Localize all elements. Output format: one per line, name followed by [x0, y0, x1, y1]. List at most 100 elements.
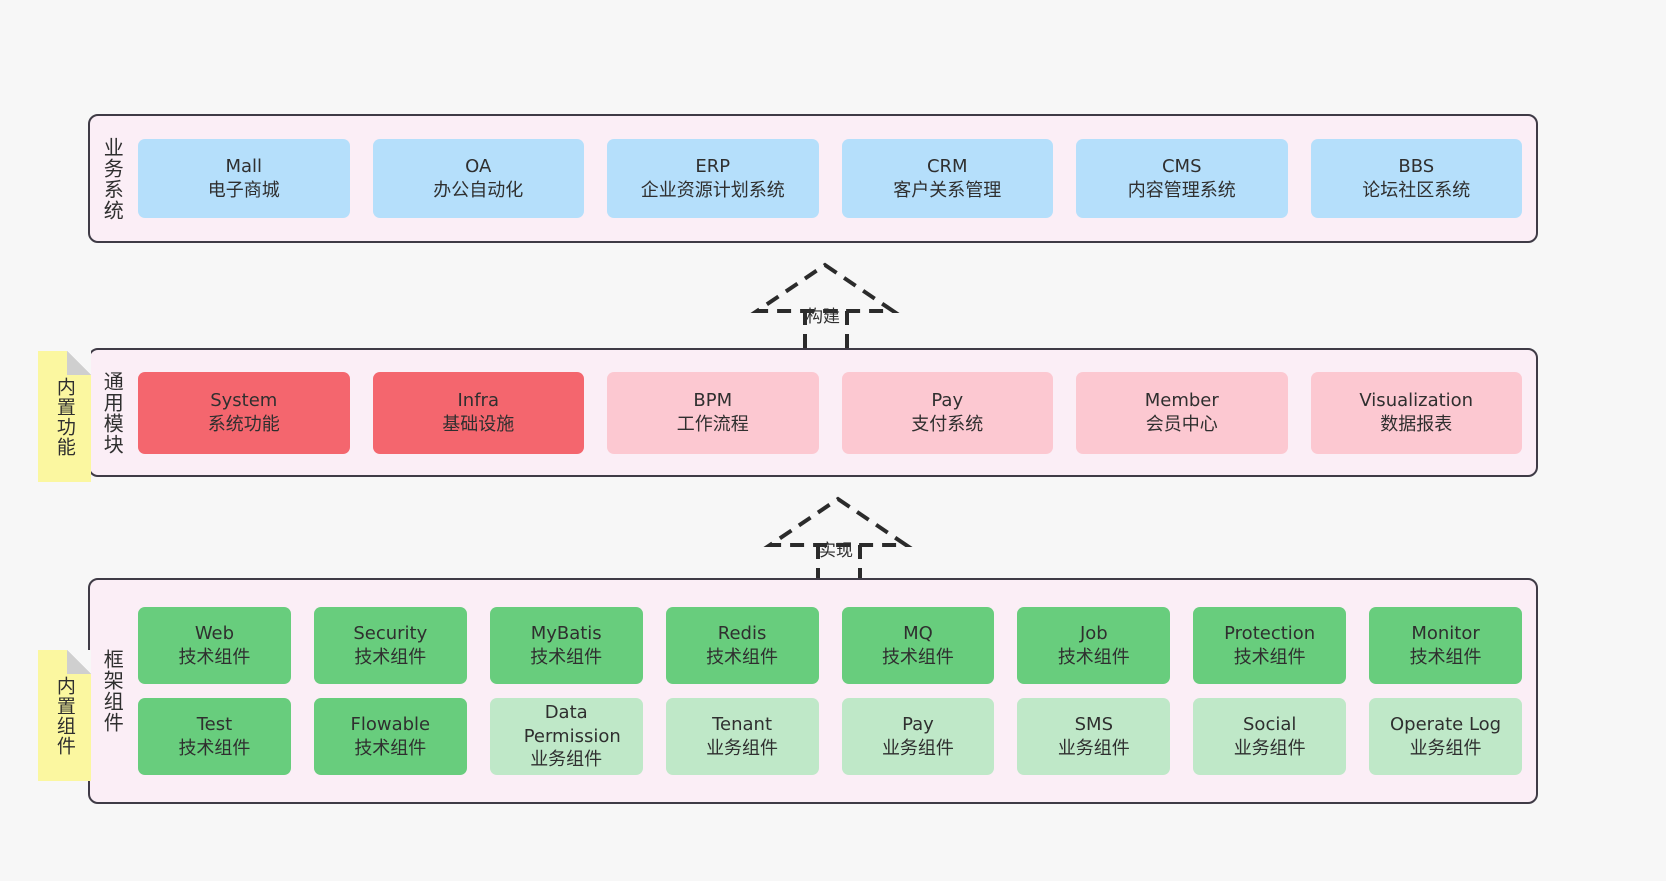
node-title-en: CRM — [926, 155, 968, 177]
layer-title-framework-components: 框架组件 — [100, 649, 125, 733]
node-title-cn: 业务组件 — [530, 749, 603, 771]
node-title-en: CMS — [1161, 155, 1202, 177]
node-title-cn: 企业资源计划系统 — [640, 179, 785, 201]
node-crm[interactable]: CRM 客户关系管理 — [841, 139, 1053, 218]
node-title-en: Monitor — [1411, 622, 1480, 644]
node-protection[interactable]: Protection 技术组件 — [1193, 607, 1347, 684]
sticky-note-label: 内置组件 — [53, 675, 76, 756]
node-title-en: SMS — [1074, 713, 1113, 735]
node-title-en: Redis — [717, 622, 767, 644]
layer-common-modules: 通用模块 System 系统功能 Infra 基础设施 BPM 工作流程 Pay… — [88, 348, 1538, 477]
node-title-cn: 内容管理系统 — [1127, 179, 1236, 201]
node-title-en: System — [210, 389, 278, 411]
node-visualization[interactable]: Visualization 数据报表 — [1310, 371, 1522, 454]
node-title-cn: 技术组件 — [706, 646, 779, 668]
node-title-cn: 业务组件 — [1057, 737, 1130, 759]
layer-body-framework-components: Web 技术组件 Security 技术组件 MyBatis 技术组件 Redi… — [134, 580, 1536, 802]
node-pay-component[interactable]: Pay 业务组件 — [841, 698, 995, 775]
node-security[interactable]: Security 技术组件 — [313, 607, 467, 684]
node-job[interactable]: Job 技术组件 — [1017, 607, 1171, 684]
node-tenant[interactable]: Tenant 业务组件 — [665, 698, 819, 775]
connector-build-label: 构建 — [806, 307, 840, 327]
sticky-note-builtin-components: 内置组件 — [38, 650, 91, 781]
connector-implement-label: 实现 — [819, 541, 853, 561]
connector-build-arrow — [750, 262, 900, 348]
node-title-en: Job — [1079, 622, 1108, 644]
node-title-cn: 业务组件 — [881, 737, 954, 759]
node-title-cn: 数据报表 — [1380, 413, 1453, 435]
node-title-en: Pay — [931, 389, 964, 411]
node-title-cn: 技术组件 — [1233, 646, 1306, 668]
node-title-cn: 技术组件 — [178, 737, 251, 759]
node-row: Web 技术组件 Security 技术组件 MyBatis 技术组件 Redi… — [138, 607, 1522, 684]
node-title-en: BBS — [1398, 155, 1435, 177]
node-monitor[interactable]: Monitor 技术组件 — [1369, 607, 1522, 684]
node-title-cn: 技术组件 — [354, 646, 427, 668]
node-title-en: Operate Log — [1390, 713, 1502, 735]
node-title-cn: 支付系统 — [911, 413, 984, 435]
node-title-cn: 会员中心 — [1145, 413, 1218, 435]
node-title-cn: 工作流程 — [676, 413, 749, 435]
node-operate-log[interactable]: Operate Log 业务组件 — [1369, 698, 1522, 775]
node-social[interactable]: Social 业务组件 — [1193, 698, 1347, 775]
node-title-cn: 技术组件 — [1057, 646, 1130, 668]
node-title-en: Infra — [457, 389, 499, 411]
node-bpm[interactable]: BPM 工作流程 — [607, 371, 819, 454]
node-title-en: Visualization — [1359, 389, 1474, 411]
node-title-cn: 办公自动化 — [433, 179, 524, 201]
layer-business-system: 业务系统 Mall 电子商城 OA 办公自动化 ERP 企业资源计划系统 CRM… — [88, 114, 1538, 243]
node-title-en: Member — [1144, 389, 1219, 411]
node-title-cn: 业务组件 — [1409, 737, 1482, 759]
node-bbs[interactable]: BBS 论坛社区系统 — [1310, 139, 1522, 218]
node-mybatis[interactable]: MyBatis 技术组件 — [489, 607, 643, 684]
node-title-en: Social — [1243, 713, 1297, 735]
node-title-en: Test — [196, 713, 233, 735]
node-erp[interactable]: ERP 企业资源计划系统 — [607, 139, 819, 218]
node-pay-module[interactable]: Pay 支付系统 — [841, 371, 1053, 454]
node-cms[interactable]: CMS 内容管理系统 — [1076, 139, 1288, 218]
node-data-permission[interactable]: Data Permission 业务组件 — [489, 698, 643, 775]
node-title-en: Tenant — [712, 713, 773, 735]
layer-framework-components: 框架组件 Web 技术组件 Security 技术组件 MyBatis 技术组件… — [88, 578, 1538, 804]
node-flowable[interactable]: Flowable 技术组件 — [313, 698, 467, 775]
connector-implement: 实现 — [763, 492, 923, 582]
layer-body-business-system: Mall 电子商城 OA 办公自动化 ERP 企业资源计划系统 CRM 客户关系… — [134, 116, 1536, 241]
node-test[interactable]: Test 技术组件 — [138, 698, 291, 775]
node-member[interactable]: Member 会员中心 — [1076, 371, 1288, 454]
node-title-cn: 系统功能 — [207, 413, 280, 435]
node-title-en: ERP — [695, 155, 731, 177]
connector-implement-arrow — [763, 496, 913, 582]
node-redis[interactable]: Redis 技术组件 — [665, 607, 819, 684]
node-infra[interactable]: Infra 基础设施 — [372, 371, 584, 454]
layer-body-common-modules: System 系统功能 Infra 基础设施 BPM 工作流程 Pay 支付系统… — [134, 350, 1536, 475]
node-oa[interactable]: OA 办公自动化 — [372, 139, 584, 218]
node-row: Mall 电子商城 OA 办公自动化 ERP 企业资源计划系统 CRM 客户关系… — [138, 139, 1522, 218]
node-mq[interactable]: MQ 技术组件 — [841, 607, 995, 684]
sticky-note-label: 内置功能 — [53, 376, 76, 457]
node-title-en: Security — [353, 622, 428, 644]
node-title-cn: 技术组件 — [530, 646, 603, 668]
connector-build: 构建 — [750, 258, 910, 348]
sticky-note-builtin-features: 内置功能 — [38, 351, 91, 482]
node-title-cn: 客户关系管理 — [893, 179, 1002, 201]
node-system[interactable]: System 系统功能 — [138, 371, 350, 454]
node-title-en: OA — [465, 155, 492, 177]
node-mall[interactable]: Mall 电子商城 — [138, 139, 350, 218]
node-title-en: MQ — [903, 622, 933, 644]
node-title-en: Flowable — [350, 713, 431, 735]
layer-title-common-modules: 通用模块 — [100, 370, 125, 455]
node-title-cn: 业务组件 — [1233, 737, 1306, 759]
node-title-en: MyBatis — [530, 622, 602, 644]
node-title-cn: 论坛社区系统 — [1362, 179, 1471, 201]
node-web[interactable]: Web 技术组件 — [138, 607, 291, 684]
node-title-en: BPM — [693, 389, 733, 411]
node-title-en: Pay — [902, 713, 934, 735]
node-title-en: Web — [194, 622, 235, 644]
node-row: System 系统功能 Infra 基础设施 BPM 工作流程 Pay 支付系统… — [138, 371, 1522, 454]
node-sms[interactable]: SMS 业务组件 — [1017, 698, 1171, 775]
node-title-en: Mall — [225, 155, 263, 177]
node-title-cn: 业务组件 — [706, 737, 779, 759]
node-title-cn: 技术组件 — [881, 646, 954, 668]
node-title-cn: 电子商城 — [207, 179, 280, 201]
